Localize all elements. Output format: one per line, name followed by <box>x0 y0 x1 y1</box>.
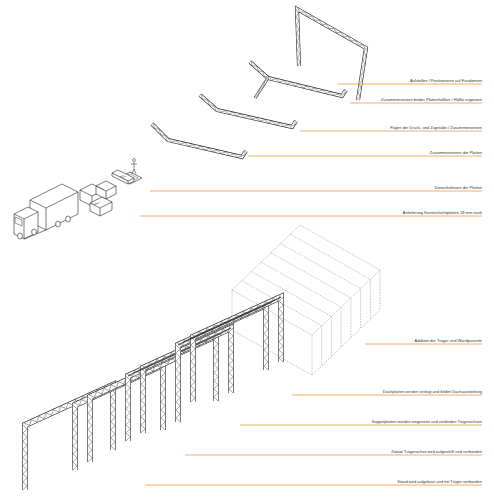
truss-web <box>111 385 115 450</box>
truck <box>14 184 78 239</box>
frame-half-inner <box>152 124 246 157</box>
plate-stack <box>112 170 134 184</box>
frame-half-inner <box>200 95 296 127</box>
step-label: Koppelplatten werden eingesetzt und verb… <box>372 419 482 424</box>
portal-frame <box>25 385 113 490</box>
step-label: Anlieferung Kunstschichtplatten 18 mm st… <box>403 210 482 215</box>
person-head <box>133 159 136 162</box>
truss-web <box>241 150 245 156</box>
leader-line <box>145 485 482 486</box>
truss-web <box>126 376 130 441</box>
truss-web <box>141 368 145 433</box>
leader-line <box>150 191 482 192</box>
truss-web <box>142 326 230 368</box>
truss-web <box>251 61 269 77</box>
truss-web <box>357 48 367 100</box>
leader-line <box>248 156 482 157</box>
truss-web <box>264 305 268 370</box>
roof-plates <box>178 297 281 345</box>
frame-half <box>200 95 296 127</box>
truss-web <box>201 94 216 111</box>
step-label: Addition der Träger und Wandpaneele <box>415 338 482 343</box>
truss-web <box>24 383 112 425</box>
truss-web <box>298 8 366 49</box>
truss-web <box>229 328 233 393</box>
truss-web <box>73 405 77 470</box>
frame-leg-inner <box>255 78 268 98</box>
truss-web <box>341 89 345 95</box>
truss-web <box>296 9 300 66</box>
plate-stack <box>96 181 116 199</box>
step-label: Fügen der Druck- und Zugstäbe / Zusammen… <box>390 125 482 130</box>
truss-web <box>161 365 165 430</box>
leader-line <box>240 425 482 426</box>
frame-half-inner <box>250 62 346 96</box>
step-label: Dachplatten werden verlegt und bilden Da… <box>383 389 482 394</box>
truss-web <box>23 425 27 490</box>
step-label: Zusammensetzen beider Plattenhälften / H… <box>381 97 482 102</box>
plate-stack <box>90 197 112 216</box>
person <box>131 162 137 174</box>
step-label: Zusammensetzen der Platten <box>430 150 482 155</box>
portal-frame-inner <box>193 297 281 402</box>
truss-web <box>291 120 295 126</box>
truss-web <box>214 336 218 401</box>
bottom-sequence <box>23 225 380 490</box>
leader-line <box>292 395 482 396</box>
portal-frame-inner <box>25 385 113 490</box>
leader-line <box>338 84 482 85</box>
step-label: Aufstellen / Positionieren auf Fundament <box>410 78 482 83</box>
truss-web <box>176 345 180 410</box>
leader-line <box>300 131 482 132</box>
leader-line <box>140 216 482 217</box>
leader-lines <box>140 84 482 485</box>
truss-web <box>254 78 268 97</box>
frame-half <box>152 124 246 157</box>
truss-web <box>279 297 283 362</box>
step-label: Stand wird aufgebaut und mit Träger verb… <box>397 479 482 484</box>
leader-line <box>365 344 482 345</box>
frame-half <box>250 62 346 96</box>
truss-web <box>153 123 167 141</box>
roof-plates-grid <box>183 299 276 343</box>
building-volume <box>232 225 380 375</box>
step-label: Dreiecksfräsen der Platten <box>435 185 482 190</box>
truss-web <box>191 337 195 402</box>
portal-frame <box>193 297 281 402</box>
frame-leg <box>255 78 268 98</box>
step-label: Zweite Trägerachse wird aufgestellt und … <box>391 449 482 454</box>
truss-web <box>268 77 341 97</box>
top-sequence <box>14 8 367 239</box>
leader-line <box>350 103 482 104</box>
truss-web <box>88 397 92 462</box>
truss-web <box>217 109 291 128</box>
truss-web <box>192 295 280 337</box>
leader-line <box>185 455 482 456</box>
truss-web <box>168 139 242 157</box>
